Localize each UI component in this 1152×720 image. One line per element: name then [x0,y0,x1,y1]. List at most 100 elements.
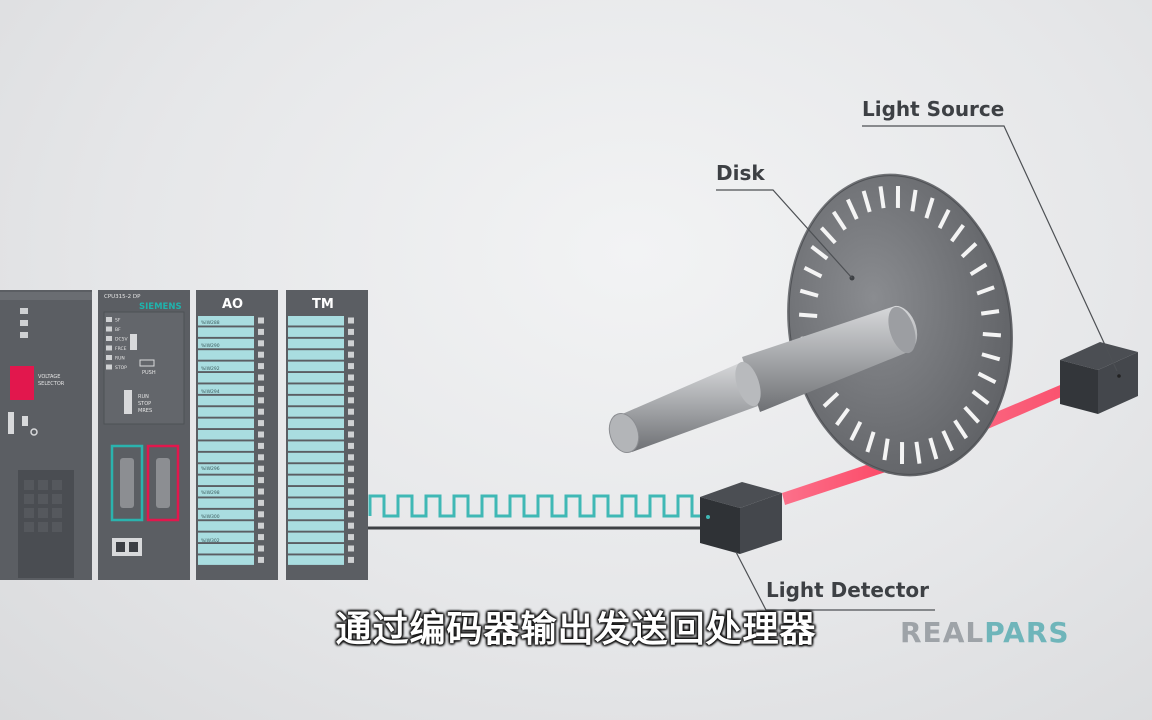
mode-mres-label: MRES [138,408,152,414]
ao-channel-label: %IW300 [201,514,220,520]
channel-led [348,499,354,506]
channel-led [348,420,354,427]
ao-channel-label: %IW294 [201,389,220,395]
voltage-label-2: SELECTOR [38,381,65,387]
mode-switch[interactable] [124,390,132,414]
channel-slot [288,430,344,440]
disk-slot [865,431,876,453]
channel-led [258,328,264,335]
channel-led [258,431,264,438]
callout-leaders [716,125,1118,611]
channel-led [258,511,264,518]
encoder-shaft [608,305,918,454]
disk-slot [980,309,1000,316]
ao-title: AO [222,297,243,312]
disk-slot [798,312,818,318]
channel-slot [288,441,344,451]
channel-led [348,385,354,392]
disk-slot [810,244,829,261]
channel-slot [198,350,254,360]
channel-led [348,351,354,358]
channel-led [258,363,264,370]
channel-led [348,477,354,484]
channel-led [258,499,264,506]
channel-slot [288,452,344,463]
channel-led [348,408,354,415]
channel-slot [288,338,344,349]
reset-push-button[interactable] [130,334,137,350]
disk-slot [822,391,840,408]
disk-slot [835,407,850,426]
disk-slot [982,332,1002,338]
channel-led [258,465,264,472]
disk-slot [976,285,995,296]
channel-slot [288,544,344,554]
voltage-selector-indicator [10,366,34,400]
status-led [106,364,112,370]
channel-led [258,397,264,404]
power-icon [30,428,38,436]
channel-led [348,545,354,552]
disk-slot [914,441,922,464]
disk-slot [977,371,997,385]
plc-rack: VOLTAGE SELECTOR CPU315-2 DP SIEMENS SFB… [0,290,368,580]
channel-slot [288,373,344,383]
channel-slot [198,555,254,565]
ao-channel-label: %IW298 [201,490,220,496]
disk-slot [861,190,872,213]
mpi-port[interactable] [146,444,180,522]
status-led [106,355,112,360]
disk-slot [846,198,859,220]
channel-slot [198,464,254,474]
subtitle-caption: 通过编码器输出发送回处理器 [335,609,817,650]
channel-slot [198,452,254,463]
channel-slot [288,509,344,520]
profibus-port[interactable] [110,444,144,522]
channel-slot [198,441,254,451]
channel-led [258,420,264,427]
channel-led [258,442,264,449]
channel-slot [288,532,344,543]
channel-led [258,317,264,324]
power-switch[interactable] [8,412,14,434]
channel-led [348,328,354,335]
channel-led [258,374,264,381]
status-led [106,326,112,332]
voltage-label-1: VOLTAGE [38,374,60,380]
channel-slot [288,384,344,394]
disk-slot [969,262,988,277]
channel-slot [198,475,254,486]
channel-led [348,442,354,449]
channel-slot [198,327,254,337]
channel-led [258,477,264,484]
channel-slot [288,498,344,508]
channel-slot [198,521,254,531]
channel-led [258,340,264,347]
disk-slot [924,197,935,219]
disk-slot-ring [798,186,1002,464]
laser-beam-detector [782,456,898,505]
logo-part-real: REAL [900,616,985,649]
channel-slot [198,430,254,440]
ao-channel-label: %IW290 [201,343,220,349]
channel-led [258,385,264,392]
channel-slot [288,361,344,372]
mode-run-label: RUN [138,394,149,400]
channel-slot [198,418,254,429]
channel-slot [198,373,254,383]
cpu-model-label: CPU315-2 DP [104,294,141,300]
disk-slot [937,208,951,230]
channel-slot [288,555,344,565]
ao-channel-label: %IW296 [201,466,220,472]
channel-led [348,465,354,472]
channel-slot [198,544,254,554]
vent-grid [24,480,62,532]
ao-channel-slots: %IW288%IW290%IW292%IW294%IW296%IW298%IW3… [198,316,264,565]
status-led-label: FRCE [115,346,127,352]
disk-slot [981,352,1001,362]
tm-module: TM [286,290,368,580]
disk-slot [882,438,890,461]
channel-slot [288,475,344,486]
channel-led [348,363,354,370]
